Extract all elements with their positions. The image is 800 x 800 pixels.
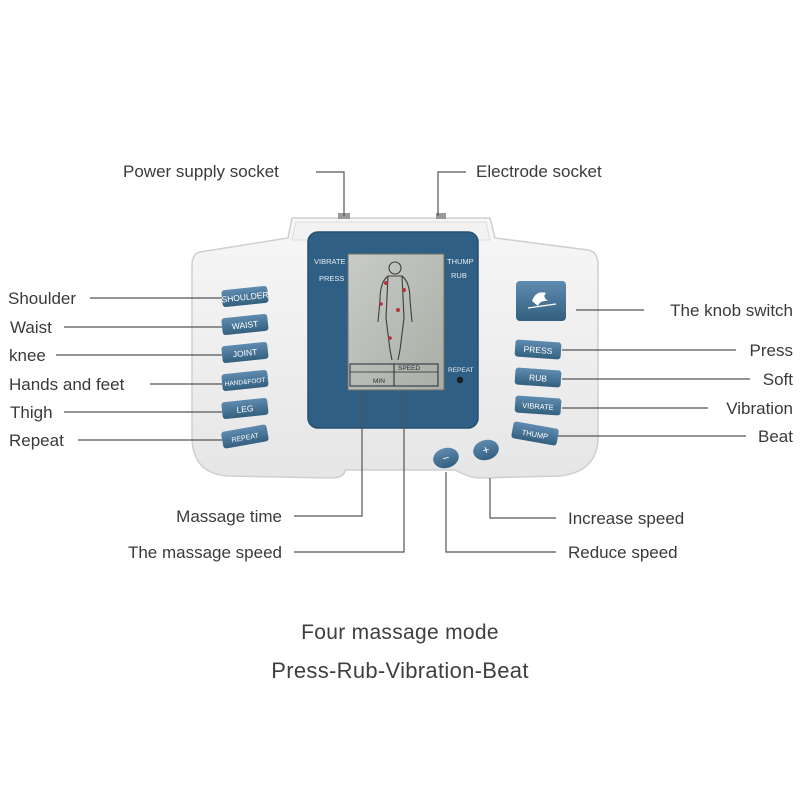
hand-foot-button[interactable]: HAND&FOOT: [221, 369, 269, 392]
repeat-indicator: [456, 376, 464, 384]
svg-text:REPEAT: REPEAT: [231, 433, 260, 445]
right-button-group: PRESS RUB VIBRATE THUMP: [511, 281, 566, 446]
svg-text:+: +: [481, 442, 491, 457]
electrode-socket: [436, 213, 446, 219]
body-figure-icon: [377, 261, 413, 361]
svg-text:WAIST: WAIST: [231, 319, 259, 332]
thigh-label: Thigh: [10, 403, 53, 422]
repeat-button[interactable]: REPEAT: [221, 424, 269, 449]
svg-text:SHOULDER: SHOULDER: [221, 290, 269, 305]
svg-text:−: −: [441, 450, 451, 465]
leg-button[interactable]: LEG: [221, 397, 269, 420]
knob-switch[interactable]: [516, 281, 566, 321]
svg-text:VIBRATE: VIBRATE: [522, 401, 554, 412]
minus-button[interactable]: −: [431, 445, 461, 471]
vibration-label: Vibration: [726, 399, 793, 418]
svg-text:PRESS: PRESS: [523, 344, 553, 356]
svg-text:RUB: RUB: [529, 372, 548, 383]
caption-modes: Press-Rub-Vibration-Beat: [271, 658, 529, 683]
leader-massage-speed: [294, 390, 405, 553]
knob-switch-label: The knob switch: [670, 301, 793, 320]
waist-button[interactable]: WAIST: [221, 313, 269, 336]
caption-title: Four massage mode: [301, 621, 499, 644]
repeat-label: Repeat: [9, 431, 64, 450]
knob-line-icon: [527, 303, 557, 309]
lcd-label-vibrate: VIBRATE: [314, 257, 346, 266]
joint-button[interactable]: JOINT: [221, 341, 269, 364]
lcd-label-speed: SPEED: [398, 365, 420, 372]
increase-speed-label: Increase speed: [568, 509, 685, 528]
leader-electrode: [437, 171, 466, 216]
massage-hand-icon: [532, 292, 548, 306]
plus-button[interactable]: +: [471, 437, 501, 463]
thump-button[interactable]: THUMP: [511, 421, 559, 446]
svg-text:HAND&FOOT: HAND&FOOT: [224, 377, 265, 388]
reduce-speed-label: Reduce speed: [568, 543, 678, 562]
rub-button[interactable]: RUB: [514, 367, 562, 388]
power-supply-socket-label: Power supply socket: [123, 162, 279, 181]
lcd-label-thump: THUMP: [447, 257, 474, 266]
shoulder-button[interactable]: SHOULDER: [221, 285, 270, 308]
lcd-label-repeat: REPEAT: [448, 367, 474, 374]
soft-label: Soft: [762, 370, 793, 389]
massage-time-label: Massage time: [176, 507, 282, 526]
electrode-socket-label: Electrode socket: [476, 162, 602, 181]
left-button-group: SHOULDER WAIST JOINT HAND&FOOT LEG REPEA…: [221, 285, 270, 449]
shoulder-label: Shoulder: [8, 289, 77, 308]
acupoint-markers: [379, 281, 406, 340]
lcd-label-press: PRESS: [319, 274, 344, 283]
massage-speed-label: The massage speed: [127, 543, 282, 562]
leader-massage-time: [294, 390, 363, 517]
vibrate-button[interactable]: VIBRATE: [514, 395, 562, 416]
screen-bezel: VIBRATE PRESS THUMP RUB REPEAT MIN SPEED: [307, 231, 479, 429]
lcd-label-min: MIN: [373, 378, 385, 385]
waist-label: Waist: [10, 318, 52, 337]
svg-text:LEG: LEG: [236, 403, 254, 415]
press-label: Press: [749, 341, 793, 360]
lcd-display: [347, 253, 445, 391]
svg-text:JOINT: JOINT: [232, 347, 257, 360]
leader-power: [316, 171, 345, 216]
leader-reduce: [445, 472, 556, 553]
knee-label: knee: [9, 346, 46, 365]
beat-label: Beat: [758, 427, 793, 446]
leader-increase: [489, 478, 556, 519]
hands-and-feet-label: Hands and feet: [9, 375, 125, 394]
leader-lines: [56, 171, 750, 553]
lcd-label-rub: RUB: [451, 271, 467, 280]
press-button[interactable]: PRESS: [514, 339, 562, 360]
